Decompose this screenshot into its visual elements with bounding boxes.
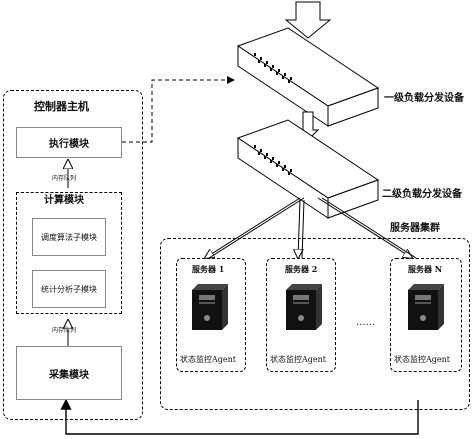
server-tower-icon-1 [192,284,228,330]
incoming-traffic-arrow-icon [284,1,332,39]
server-2-agent: 状态监控Agent [270,355,326,364]
server-cluster-container [160,238,470,410]
sched-submodule-label: 调度算法子模块 [41,232,97,242]
server-n-agent: 状态监控Agent [394,355,450,364]
server-2-box [266,258,336,372]
exec-module-box: 执行模块 [16,127,122,158]
server-tower-icon-n [408,284,444,330]
servers-ellipsis: ...... [356,317,376,328]
server-1-agent: 状态监控Agent [180,355,236,364]
primary-load-balancer-icon [236,27,380,127]
distribution-lines [205,197,417,258]
compute-module-container [16,192,122,314]
server-n-label: 服务器 N [408,264,443,274]
server-2-label: 服务器 2 [285,264,318,274]
controller-host-title: 控制器主机 [34,100,89,113]
stats-submodule-label: 统计分析子模块 [41,284,97,294]
exec-module-label: 执行模块 [49,139,89,150]
server-n-box [390,258,462,372]
server-cluster-title: 服务器集群 [390,223,440,234]
server-1-label: 服务器 1 [192,264,225,274]
memory-queue-label-lower: 内存队列 [52,327,77,334]
primary-balancer-label: 一级负载分发设备 [384,93,464,104]
collect-module-label: 采集模块 [49,369,89,381]
control-link-line [122,76,235,143]
feedback-line [60,398,419,435]
secondary-load-balancer-icon [236,119,380,219]
memory-queue-label-upper: 内存队列 [52,175,77,182]
stats-submodule-box: 统计分析子模块 [32,270,106,308]
server-tower-icon-2 [286,284,322,330]
controller-host-container [3,90,143,420]
server-1-box [176,258,246,372]
secondary-balancer-label: 二级负载分发设备 [382,189,462,200]
sched-submodule-box: 调度算法子模块 [32,218,106,256]
compute-module-title: 计算模块 [44,195,84,206]
collect-module-box: 采集模块 [16,346,122,400]
